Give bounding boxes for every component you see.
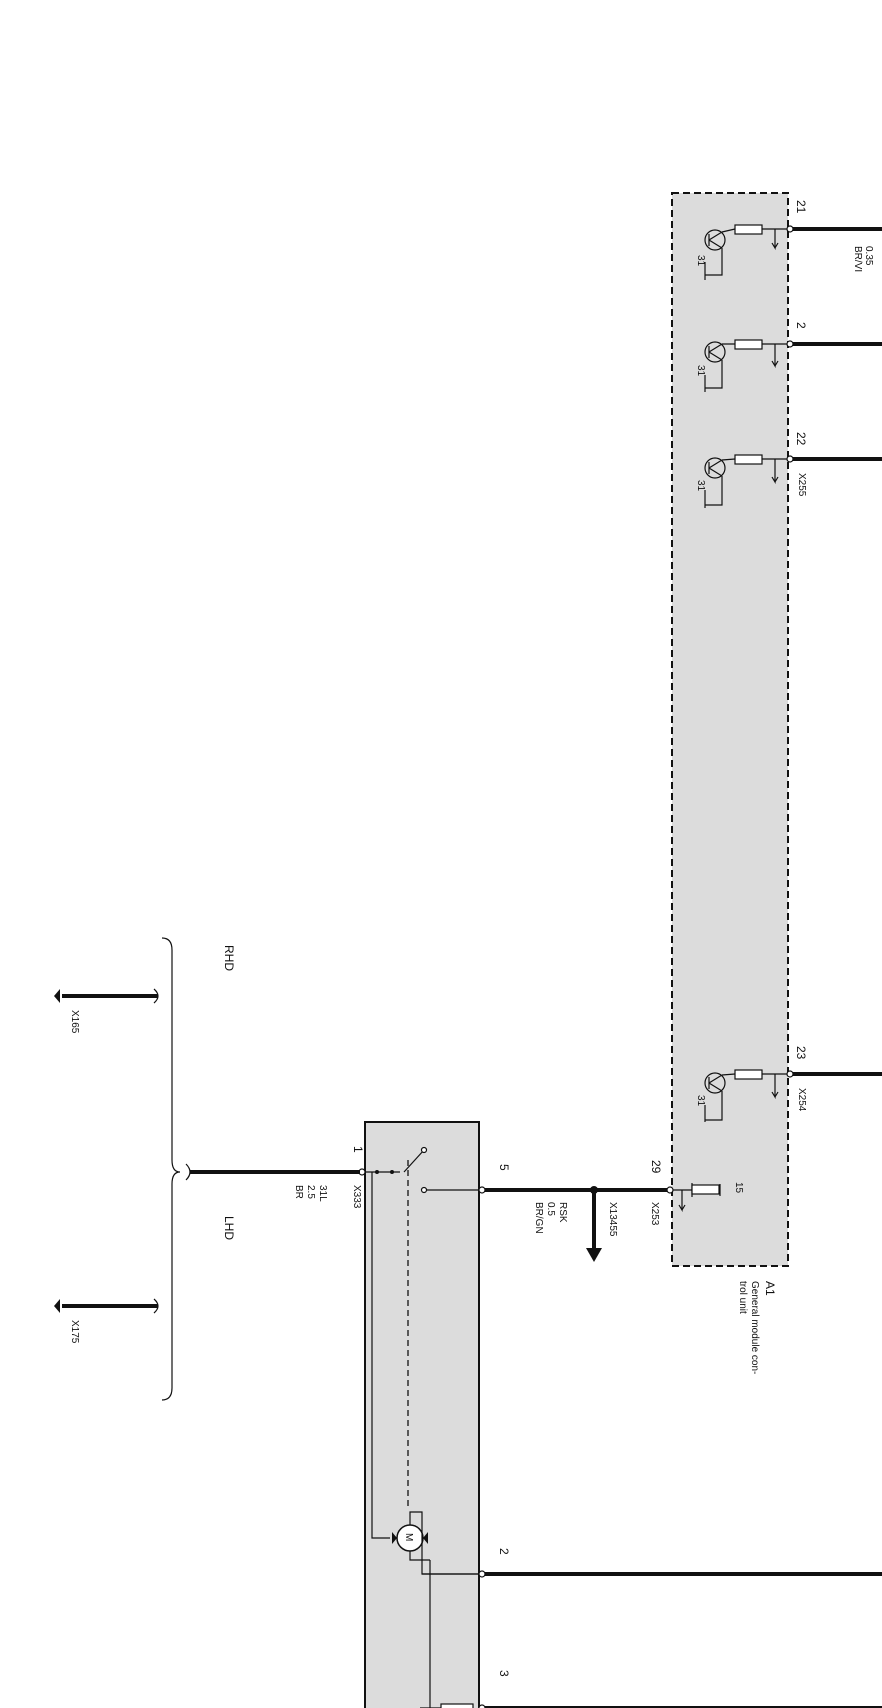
connector-x255-label: X255: [796, 473, 807, 497]
wire-21-color: BR/VI: [852, 246, 863, 272]
ground-lhd-icon: [54, 1299, 60, 1313]
module-output-wires: 0.35 BR/VI: [793, 227, 882, 1076]
splice-x13455-label: X13455: [607, 1202, 618, 1237]
motor-symbol-label: M: [403, 1533, 414, 1541]
connector-x254-label: X254: [796, 1088, 807, 1112]
ground-31-label: 31: [695, 1095, 706, 1107]
wire-1-terminal: 31L: [317, 1185, 328, 1202]
output-stage-2: 31: [695, 339, 794, 392]
pin-21-label: 21: [794, 200, 808, 214]
wire-29-name: RSK: [557, 1202, 568, 1223]
pin-2-motor-label: 2: [497, 1548, 511, 1555]
module-name-line2: trol unit: [737, 1281, 748, 1314]
ground-31-label: 31: [695, 365, 706, 377]
pin-22-label: 22: [794, 432, 808, 446]
input-stage-29: 15: [666, 1182, 744, 1213]
pin-5-label: 5: [497, 1164, 511, 1171]
ground-31-label: 31: [695, 255, 706, 267]
connector-x253-label: X253: [649, 1202, 660, 1226]
variant-rhd-label: RHD: [222, 945, 236, 971]
splice-arrow-icon: [586, 1248, 602, 1262]
pin-29-label: 29: [649, 1160, 663, 1174]
output-stage-22: 31: [695, 454, 794, 508]
pin-3-motor-label: 3: [497, 1670, 511, 1677]
wire-21-size: 0.35: [863, 246, 874, 266]
connector-x333-label: X333: [351, 1185, 362, 1209]
ground-31-label: 31: [695, 480, 706, 492]
module-name-line1: General module con-: [749, 1281, 760, 1374]
module-a1-housing: [671, 192, 789, 1267]
module-id-label: A1: [763, 1281, 777, 1296]
wire-1-color: BR: [293, 1185, 304, 1199]
pin-23-label: 23: [794, 1046, 808, 1060]
pin-2-label: 2: [794, 322, 808, 329]
wire-1-size: 2.5: [305, 1185, 316, 1199]
wire-29-color: BR/GN: [533, 1202, 544, 1234]
variant-bracket: [161, 937, 181, 1401]
ground-wire-31l: 31L 2.5 BR RHD LHD X165 X175: [54, 937, 360, 1401]
ground-rhd-icon: [54, 989, 60, 1003]
variant-lhd-label: LHD: [222, 1216, 236, 1240]
output-stage-21: 31: [695, 224, 794, 280]
rsk-wire: X13455 RSK 0.5 BR/GN: [484, 1186, 667, 1262]
ground-x175-label: X175: [69, 1320, 80, 1344]
output-stage-23: 31: [695, 1069, 794, 1122]
ground-x165-label: X165: [69, 1010, 80, 1034]
supply-15-label: 15: [733, 1182, 744, 1194]
motor-switch-unit: M 1 5 2 3 X333: [351, 1121, 511, 1708]
wire-29-size: 0.5: [545, 1202, 556, 1216]
motor-unit-housing: [364, 1121, 480, 1708]
general-module-control-unit: 31 31 31: [649, 192, 808, 1374]
pin-1-label: 1: [351, 1146, 365, 1153]
